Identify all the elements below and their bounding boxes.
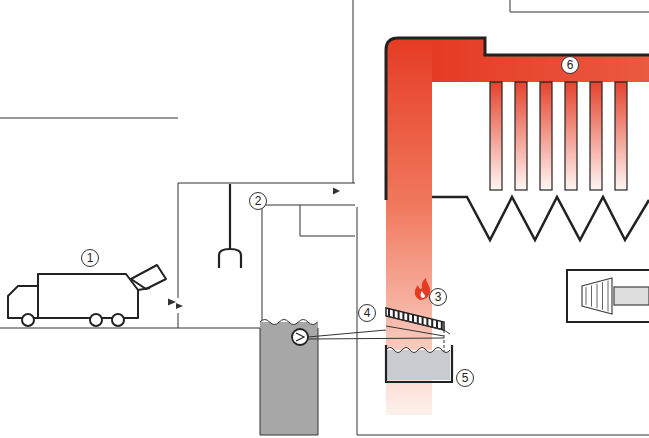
crane-grab [219, 184, 241, 268]
duct-wall [432, 38, 649, 55]
flow-arrow [333, 188, 340, 195]
bunker-floor [178, 313, 260, 328]
ash-bath [386, 350, 450, 380]
ash-bath-surface [386, 348, 450, 353]
air-fan [292, 329, 308, 345]
fan-mark [296, 333, 304, 341]
garbage-truck [8, 265, 166, 326]
flame [415, 278, 430, 300]
bunker-pit-wall [260, 328, 318, 435]
callout-number: 2 [249, 192, 267, 210]
bunker-wall [178, 183, 355, 298]
callout-number: 6 [561, 56, 579, 74]
building-wall [353, 0, 354, 183]
air-inlet [386, 316, 450, 336]
bunker-surface [260, 320, 318, 325]
ash-chute [444, 330, 445, 352]
flue-duct [432, 38, 649, 82]
ash-bath-wall [386, 345, 452, 382]
callout-number: 1 [81, 249, 99, 267]
flow-arrow [168, 299, 176, 306]
flame-core [421, 291, 426, 298]
callout-number: 3 [429, 288, 447, 306]
building-roof [510, 0, 649, 12]
grate [386, 308, 444, 330]
ground-line [0, 328, 178, 329]
boundary-line [0, 118, 178, 119]
flow-arrow [176, 303, 183, 309]
duct-wall [262, 205, 355, 206]
air-duct [308, 330, 386, 337]
callout-number: 5 [456, 369, 474, 387]
furnace-wall [386, 38, 432, 200]
callout-number: 4 [358, 304, 376, 322]
air-duct [262, 205, 292, 337]
air-duct [300, 205, 355, 236]
boiler-tubes [490, 82, 627, 190]
ash-hoppers [432, 197, 649, 240]
air-duct [308, 338, 444, 339]
turbine [567, 270, 649, 322]
